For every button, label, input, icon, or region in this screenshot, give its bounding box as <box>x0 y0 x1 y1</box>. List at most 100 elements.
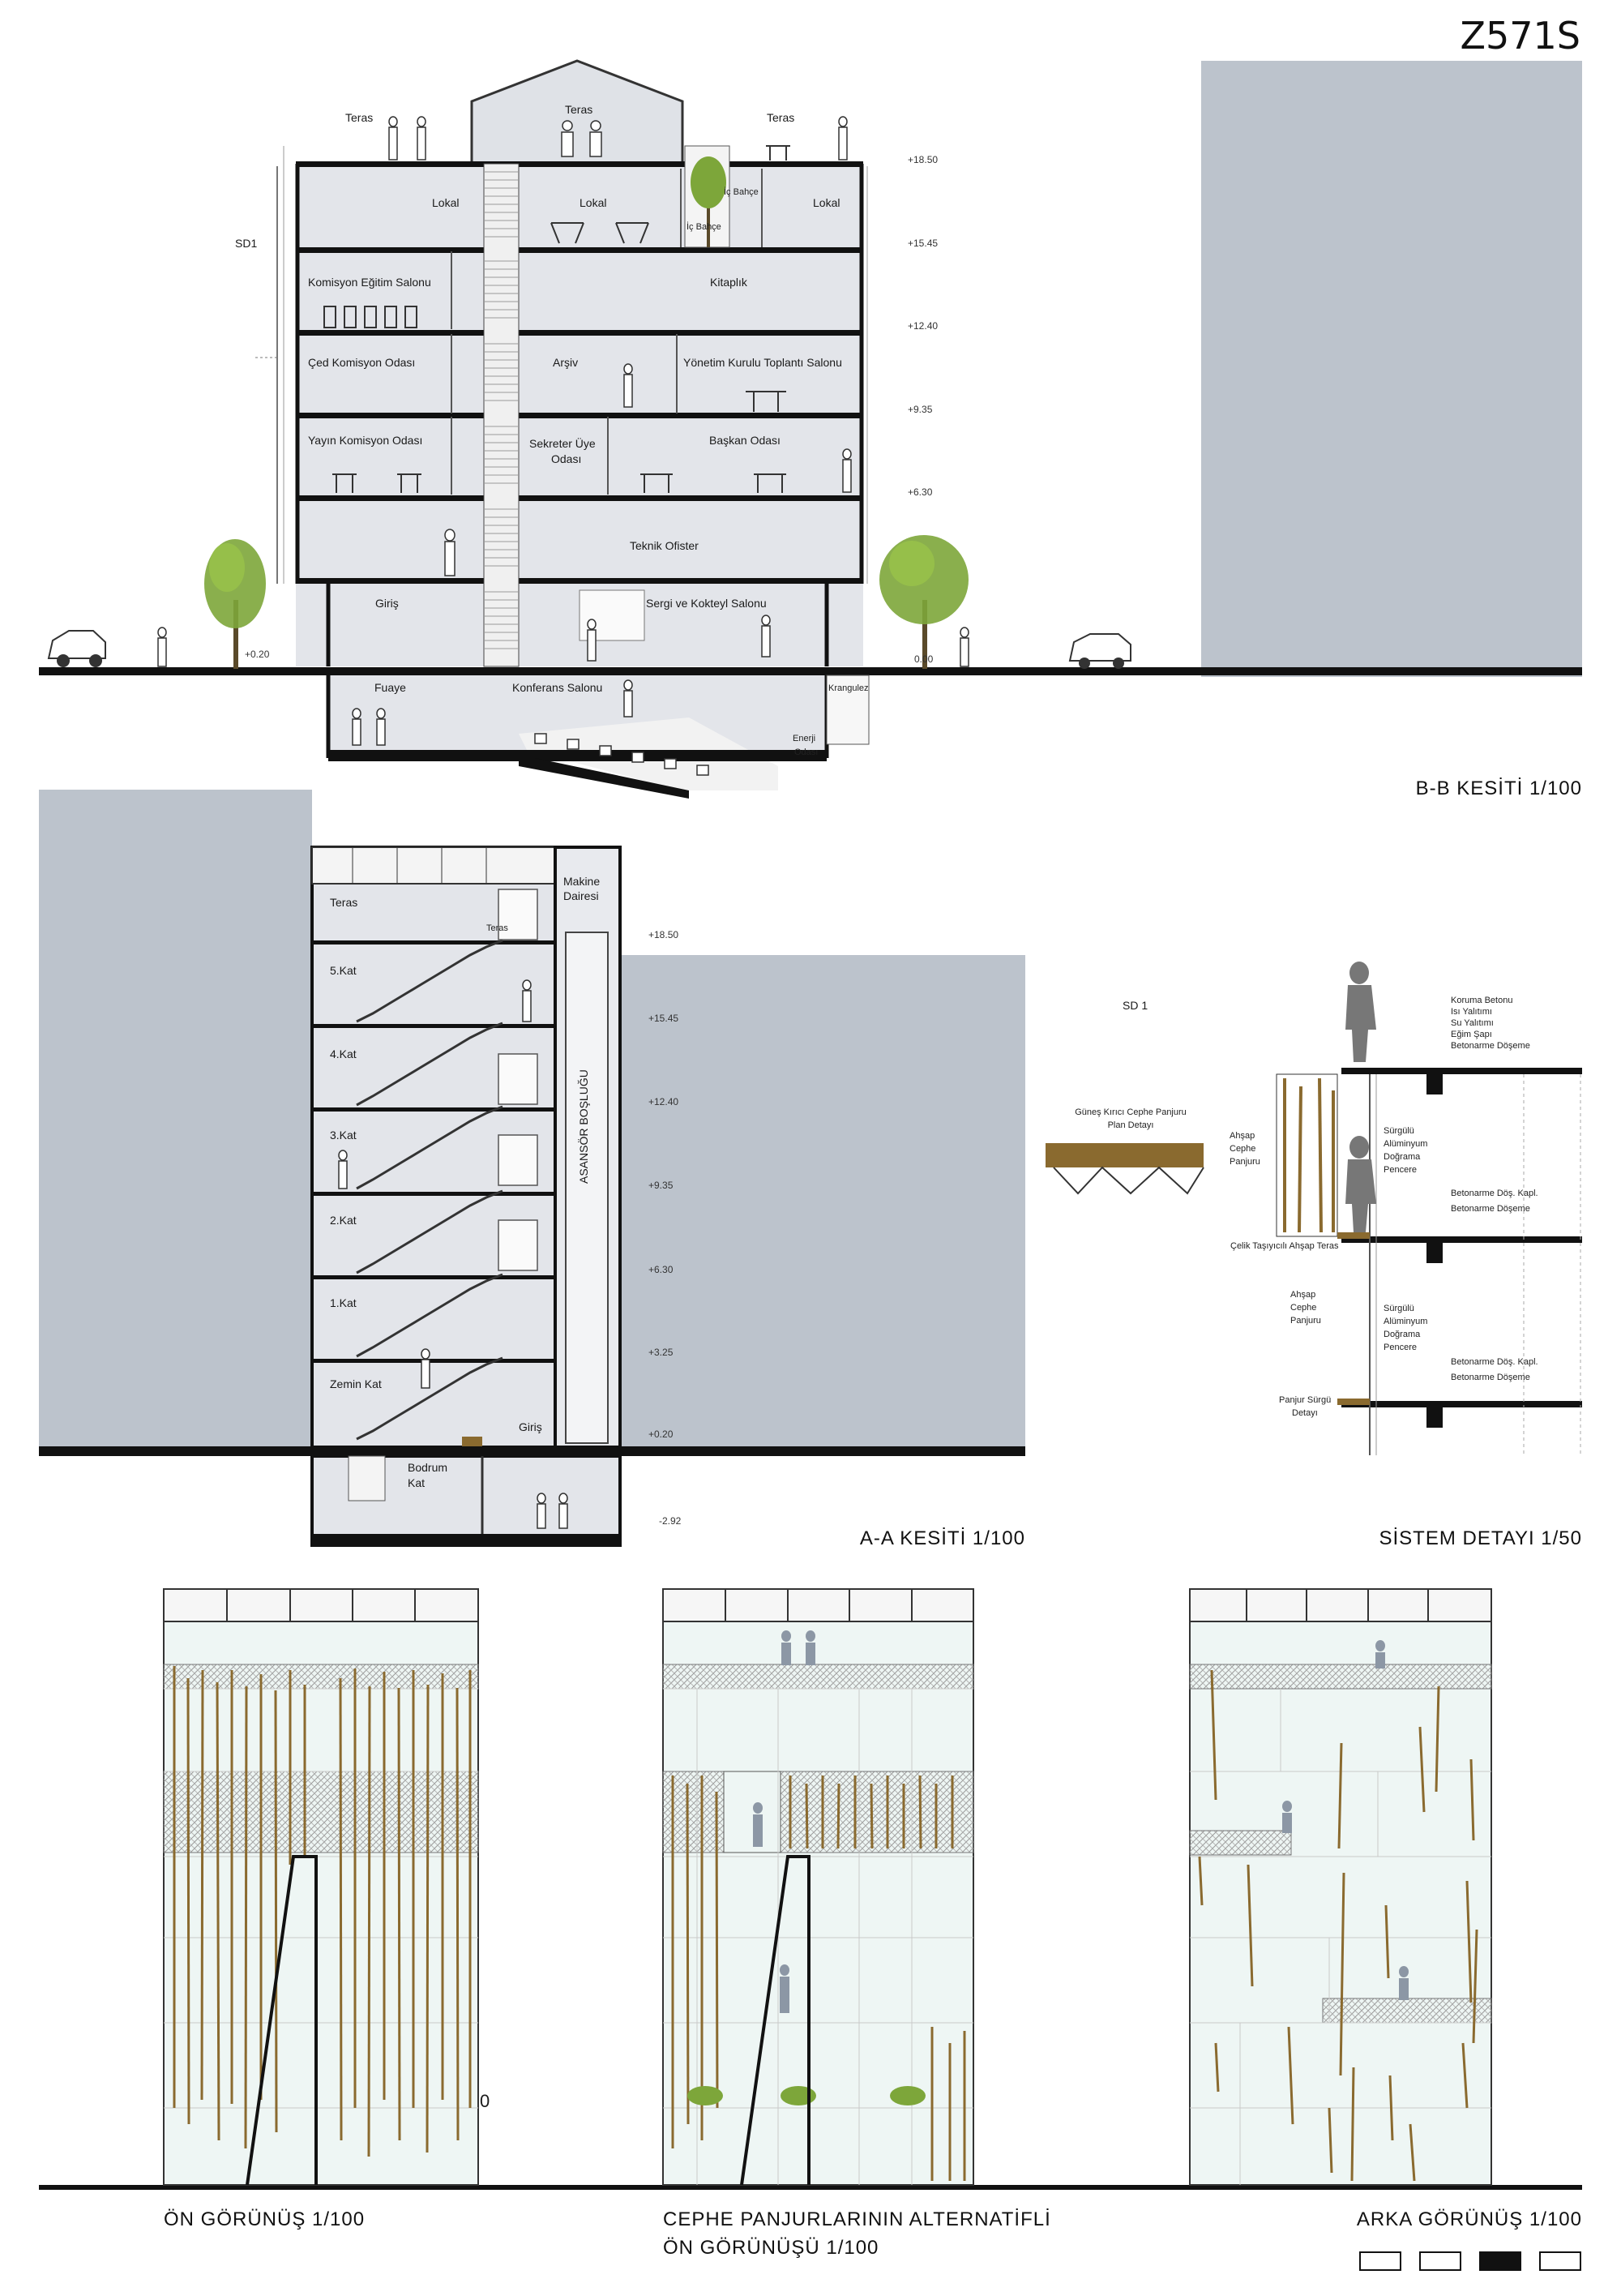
room-ced-komisyon: Çed Komisyon Odası <box>308 356 415 369</box>
level-000: 0.00 <box>914 653 934 665</box>
sd-roof-layer-1: Isı Yalıtımı <box>1451 1007 1492 1017</box>
sd-ahsap-b-0: Ahşap <box>1290 1290 1315 1300</box>
sd-ahsap-b-1: Cephe <box>1290 1303 1316 1313</box>
sd-ahsap-a-0: Ahşap <box>1230 1131 1255 1141</box>
aa-level-935: +9.35 <box>648 1180 674 1191</box>
level-1545: +15.45 <box>908 238 938 249</box>
sd-surgulu-b-3: Pencere <box>1384 1343 1417 1352</box>
sd-panjur-surgu-0: Panjur Sürgü <box>1279 1395 1331 1405</box>
room-teknik-ofis: Teknik Ofister <box>630 539 699 552</box>
front-zero-label: 0 <box>480 2091 490 2111</box>
neighbor-building-left <box>39 790 312 1448</box>
sheet-box-1 <box>1359 2251 1401 2271</box>
level-630: +6.30 <box>908 486 933 498</box>
room-lokal-left: Lokal <box>432 196 459 209</box>
stair-treads <box>484 171 519 649</box>
car-left <box>47 630 106 667</box>
aa-floor-2: 2.Kat <box>330 1214 357 1227</box>
caption-alt-2: ÖN GÖRÜNÜŞÜ 1/100 <box>663 2237 879 2259</box>
room-komisyon-egitim: Komisyon Eğitim Salonu <box>308 276 431 289</box>
section-bb: SD1 Teras Teras Teras Lokal Lokal Lokal … <box>39 59 1582 799</box>
sd-roof-layer-4: Betonarme Döşeme <box>1451 1041 1530 1051</box>
aa-level-markers: +18.50 +15.45 +12.40 +9.35 +6.30 +3.25 +… <box>648 929 682 1527</box>
rear-people <box>1282 1640 1409 2000</box>
elevation-front: 0 ÖN GÖRÜNÜŞ 1/100 <box>163 1588 490 2230</box>
room-baskan: Başkan Odası <box>709 434 781 447</box>
auditorium-seats <box>534 733 709 776</box>
room-kitaplik: Kitaplık <box>710 276 748 289</box>
sd-roof-layer-0: Koruma Betonu <box>1451 996 1512 1005</box>
sd-roof-layers: Koruma Betonu Isı Yalıtımı Su Yalıtımı E… <box>1451 996 1530 1051</box>
partitions <box>451 169 763 495</box>
sd-ahsap-a-2: Panjuru <box>1230 1157 1260 1167</box>
tree-right <box>879 535 969 669</box>
aa-teras-label: Teras <box>486 923 508 933</box>
room-yonetim-kurulu: Yönetim Kurulu Toplantı Salonu <box>683 356 842 369</box>
aa-floor-3: 3.Kat <box>330 1129 357 1142</box>
room-krangulez: Krangulez <box>828 683 869 693</box>
ground-line <box>39 667 1582 675</box>
sd-doseme-b-1: Betonarme Döşeme <box>1451 1373 1530 1382</box>
car-right <box>1068 633 1131 669</box>
sd-celik-tasiyici: Çelik Taşıyıcılı Ahşap Teras <box>1230 1241 1339 1251</box>
caption-sd: SİSTEM DETAYI 1/50 <box>1379 1527 1582 1549</box>
front-diagonal-frame <box>246 1855 318 2186</box>
sheet-box-3-active <box>1479 2251 1521 2271</box>
caption-bb: B-B KESİTİ 1/100 <box>1416 777 1582 799</box>
sd-doseme-a-0: Betonarme Döş. Kapl. <box>1451 1189 1538 1198</box>
tree-left <box>204 539 266 669</box>
aa-level-1545: +15.45 <box>648 1013 678 1024</box>
aa-bodrum-2: Kat <box>408 1476 425 1489</box>
front-slats <box>173 1666 472 2157</box>
aa-stairs <box>356 939 503 1441</box>
bb-level-markers: +18.50 +15.45 +12.40 +9.35 +6.30 +0.20 0… <box>245 154 938 665</box>
sd-surgulu-a-2: Doğrama <box>1384 1152 1421 1162</box>
sd-people <box>1345 962 1376 1232</box>
aa-level-630: +6.30 <box>648 1264 674 1275</box>
aa-makine-2: Dairesi <box>563 889 599 902</box>
project-code: Z571S <box>1460 14 1580 58</box>
stair-core <box>483 163 520 667</box>
panjur-plan-label-1: Güneş Kırıcı Cephe Panjuru <box>1075 1107 1187 1117</box>
aa-giris: Giriş <box>519 1420 542 1433</box>
furniture <box>323 145 790 493</box>
aa-slabs <box>312 940 555 1363</box>
room-teras-left: Teras <box>345 111 373 124</box>
krangulez-box <box>826 675 870 745</box>
room-ic-bahce-lower: İç Bahçe <box>686 221 721 232</box>
section-aa: Teras 5.Kat 4.Kat 3.Kat 2.Kat 1.Kat Zemi… <box>39 790 1025 1549</box>
elevation-rear: ARKA GÖRÜNÜŞ 1/100 <box>1189 1588 1581 2230</box>
aa-bodrum-1: Bodrum <box>408 1461 447 1474</box>
sd-slabs <box>1341 1068 1582 1428</box>
sd1-marker: SD1 <box>235 237 257 250</box>
room-yayin-komisyon: Yayın Komisyon Odası <box>308 434 422 447</box>
level-935: +9.35 <box>908 404 933 415</box>
room-arsiv: Arşiv <box>553 356 578 369</box>
system-detail: SD 1 Güneş Kırıcı Cephe Panjuru Plan Det… <box>1046 962 1582 1549</box>
level-020: +0.20 <box>245 649 270 660</box>
aa-floor-zemin: Zemin Kat <box>330 1377 382 1390</box>
aa-level-1850: +18.50 <box>648 929 678 940</box>
room-fuaye: Fuaye <box>374 681 406 694</box>
room-teras-right: Teras <box>767 111 794 124</box>
sd-doseme-b-0: Betonarme Döş. Kapl. <box>1451 1357 1538 1367</box>
room-teras-mid: Teras <box>565 103 592 116</box>
room-enerji-1: Enerji <box>793 734 815 743</box>
people-figures <box>157 116 969 746</box>
room-sekreter-1: Sekreter Üye <box>529 436 596 450</box>
caption-front: ÖN GÖRÜNÜŞ 1/100 <box>164 2208 365 2230</box>
sd-title: SD 1 <box>1123 999 1148 1012</box>
level-1850: +18.50 <box>908 154 938 165</box>
caption-aa: A-A KESİTİ 1/100 <box>860 1527 1025 1549</box>
aa-floor-4: 4.Kat <box>330 1047 357 1060</box>
aa-level-020: +0.20 <box>648 1429 674 1440</box>
aa-level-1240: +12.40 <box>648 1096 678 1107</box>
caption-alt-1: CEPHE PANJURLARININ ALTERNATİFLİ <box>663 2208 1051 2230</box>
level-1240: +12.40 <box>908 320 938 332</box>
room-konferans: Konferans Salonu <box>512 681 602 694</box>
aa-people <box>338 979 568 1529</box>
aa-ground-line <box>39 1446 1025 1456</box>
alt-planters <box>687 2086 926 2105</box>
elevation-alternative: CEPHE PANJURLARININ ALTERNATİFLİ ÖN GÖRÜ… <box>662 1588 1051 2259</box>
room-ic-bahce-upper: İç Bahçe <box>724 186 759 197</box>
